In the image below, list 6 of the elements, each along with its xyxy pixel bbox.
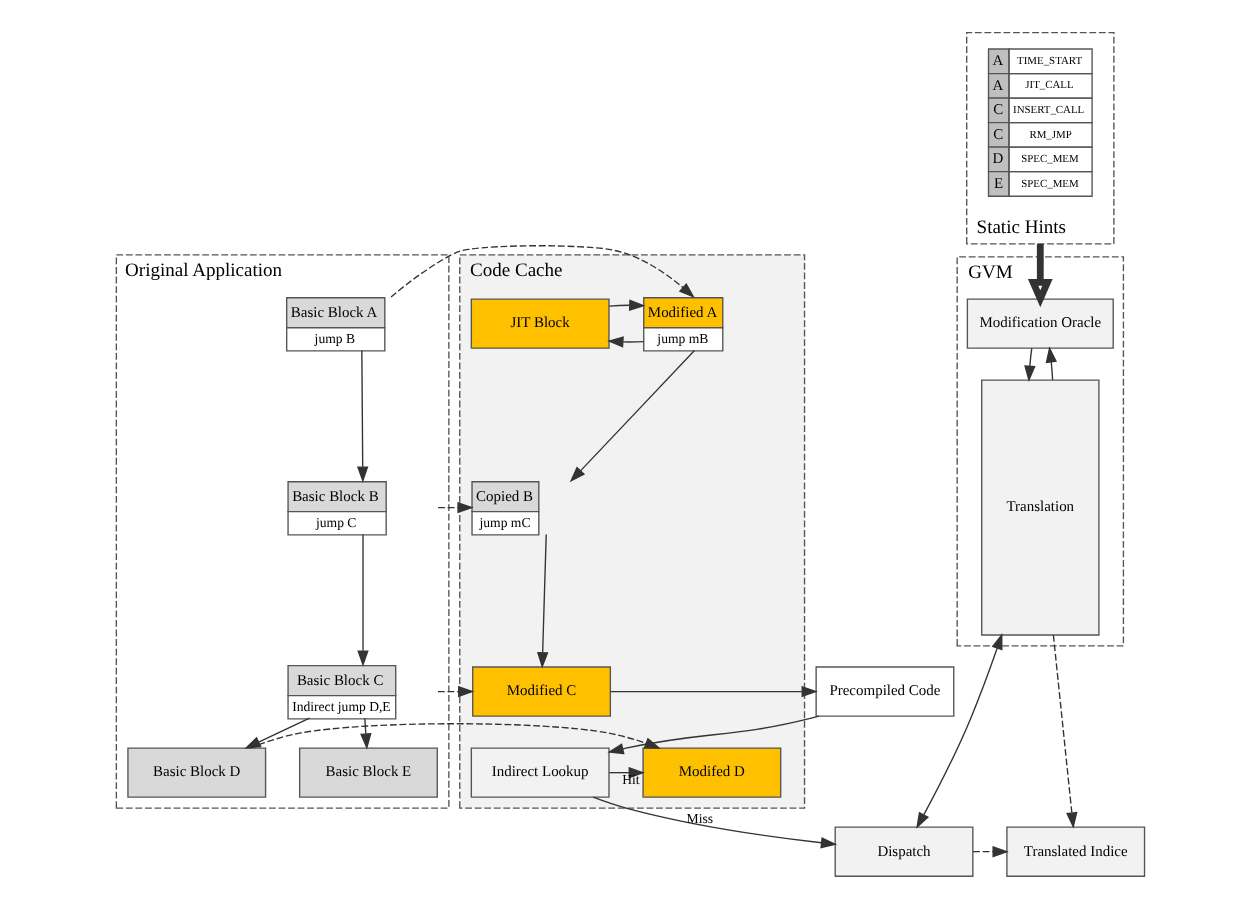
label: C <box>992 124 1003 143</box>
label: E <box>992 173 1003 192</box>
label: C <box>992 100 1003 119</box>
label: A <box>991 51 1003 70</box>
label: A <box>991 75 1003 94</box>
label: D <box>991 149 1003 168</box>
